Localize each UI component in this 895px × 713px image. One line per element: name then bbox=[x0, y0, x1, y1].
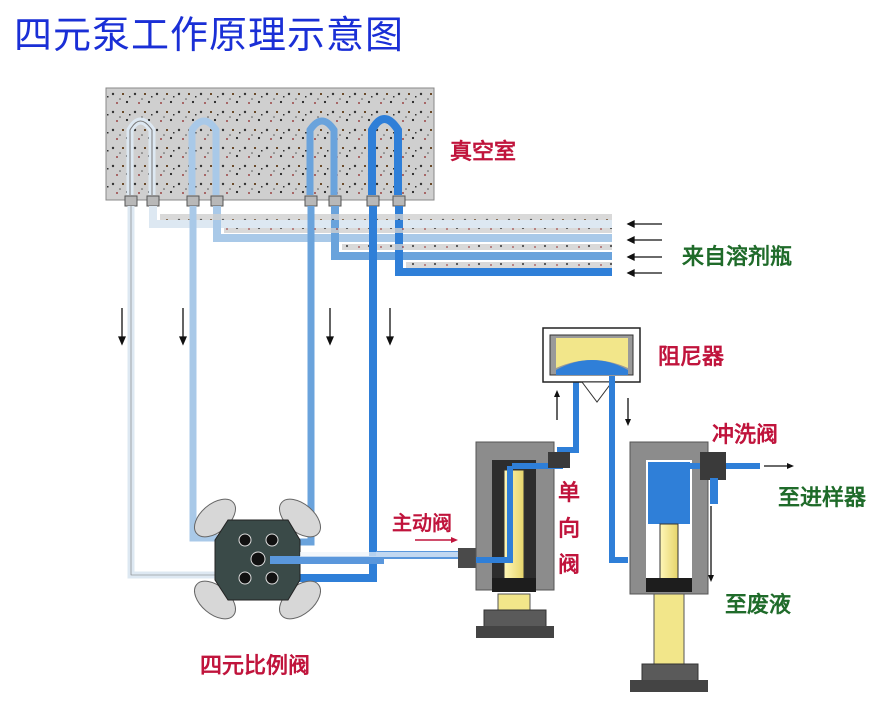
solvent-inlet-lines bbox=[149, 206, 612, 276]
check-valve-label-1: 单 bbox=[558, 481, 580, 506]
main-pump bbox=[458, 376, 579, 638]
vacuum-chamber-label: 真空室 bbox=[450, 139, 516, 165]
mixed-flow-line bbox=[270, 537, 462, 564]
to-waste-label: 至废液 bbox=[725, 592, 791, 618]
check-valve-label-2: 向 bbox=[558, 516, 580, 542]
proportioning-valve-label: 四元比例阀 bbox=[200, 654, 310, 679]
vacuum-chamber bbox=[105, 87, 435, 207]
flush-valve-label: 冲洗阀 bbox=[712, 423, 778, 448]
solvent-bottle-label: 来自溶剂瓶 bbox=[681, 244, 792, 270]
degasser-outlet-lines bbox=[127, 206, 377, 582]
damper bbox=[542, 327, 641, 426]
check-valve-label-3: 阀 bbox=[558, 553, 580, 578]
page-title: 四元泵工作原理示意图 bbox=[14, 13, 405, 57]
to-injector-label: 至进样器 bbox=[778, 485, 867, 511]
inlet-arrows bbox=[626, 219, 662, 278]
damper-label: 阻尼器 bbox=[658, 345, 725, 370]
proportioning-valve bbox=[194, 498, 321, 620]
main-valve-label: 主动阀 bbox=[392, 511, 452, 535]
flow-down-arrows bbox=[118, 308, 394, 346]
accumulator-pump bbox=[609, 376, 794, 692]
